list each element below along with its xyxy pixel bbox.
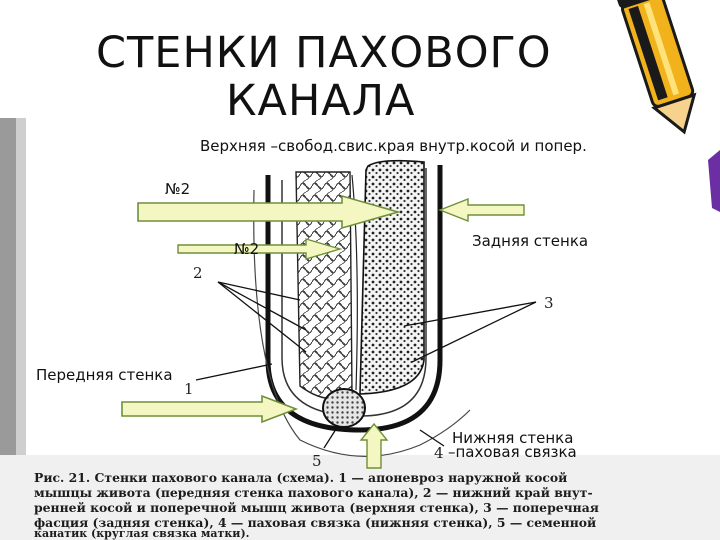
label-no2-upper: №2 bbox=[165, 180, 190, 198]
figure-number-5: 5 bbox=[312, 452, 322, 470]
arrow-back-wall bbox=[440, 199, 524, 221]
caption-line-3: ренней косой и поперечной мышц живота (в… bbox=[34, 500, 684, 516]
leader-line-1 bbox=[196, 364, 272, 380]
label-upper-wall: Верхняя –свобод.свис.края внутр.косой и … bbox=[200, 137, 587, 155]
transversalis-fascia bbox=[360, 161, 424, 394]
figure-number-3: 3 bbox=[544, 294, 554, 312]
slide-title-line2: КАНАЛА bbox=[226, 78, 415, 124]
figure-number-2: 2 bbox=[193, 264, 203, 282]
pencil-tip-icon bbox=[708, 150, 720, 212]
label-front-wall: Передняя стенка bbox=[36, 366, 173, 384]
figure-number-1: 1 bbox=[184, 380, 194, 398]
caption-line-2: мышцы живота (передняя стенка пахового к… bbox=[34, 485, 684, 501]
label-no2-lower: №2 bbox=[234, 240, 259, 258]
caption-line-1: Рис. 21. Стенки пахового канала (схема).… bbox=[34, 470, 684, 486]
leader-line-2a bbox=[218, 282, 306, 330]
figure-number-4: 4 bbox=[434, 444, 444, 462]
arrow-front-wall bbox=[122, 396, 296, 422]
caption-line-5: канатик (круглая связка матки). bbox=[34, 528, 684, 540]
spermatic-cord bbox=[323, 389, 365, 427]
pencil-icon bbox=[615, 0, 706, 139]
leader-line-3b bbox=[412, 302, 536, 362]
label-back-wall: Задняя стенка bbox=[472, 232, 588, 250]
label-bottom-wall-line2: –паховая связка bbox=[448, 443, 577, 461]
slide-title-line1: СТЕНКИ ПАХОВОГО bbox=[96, 30, 552, 76]
